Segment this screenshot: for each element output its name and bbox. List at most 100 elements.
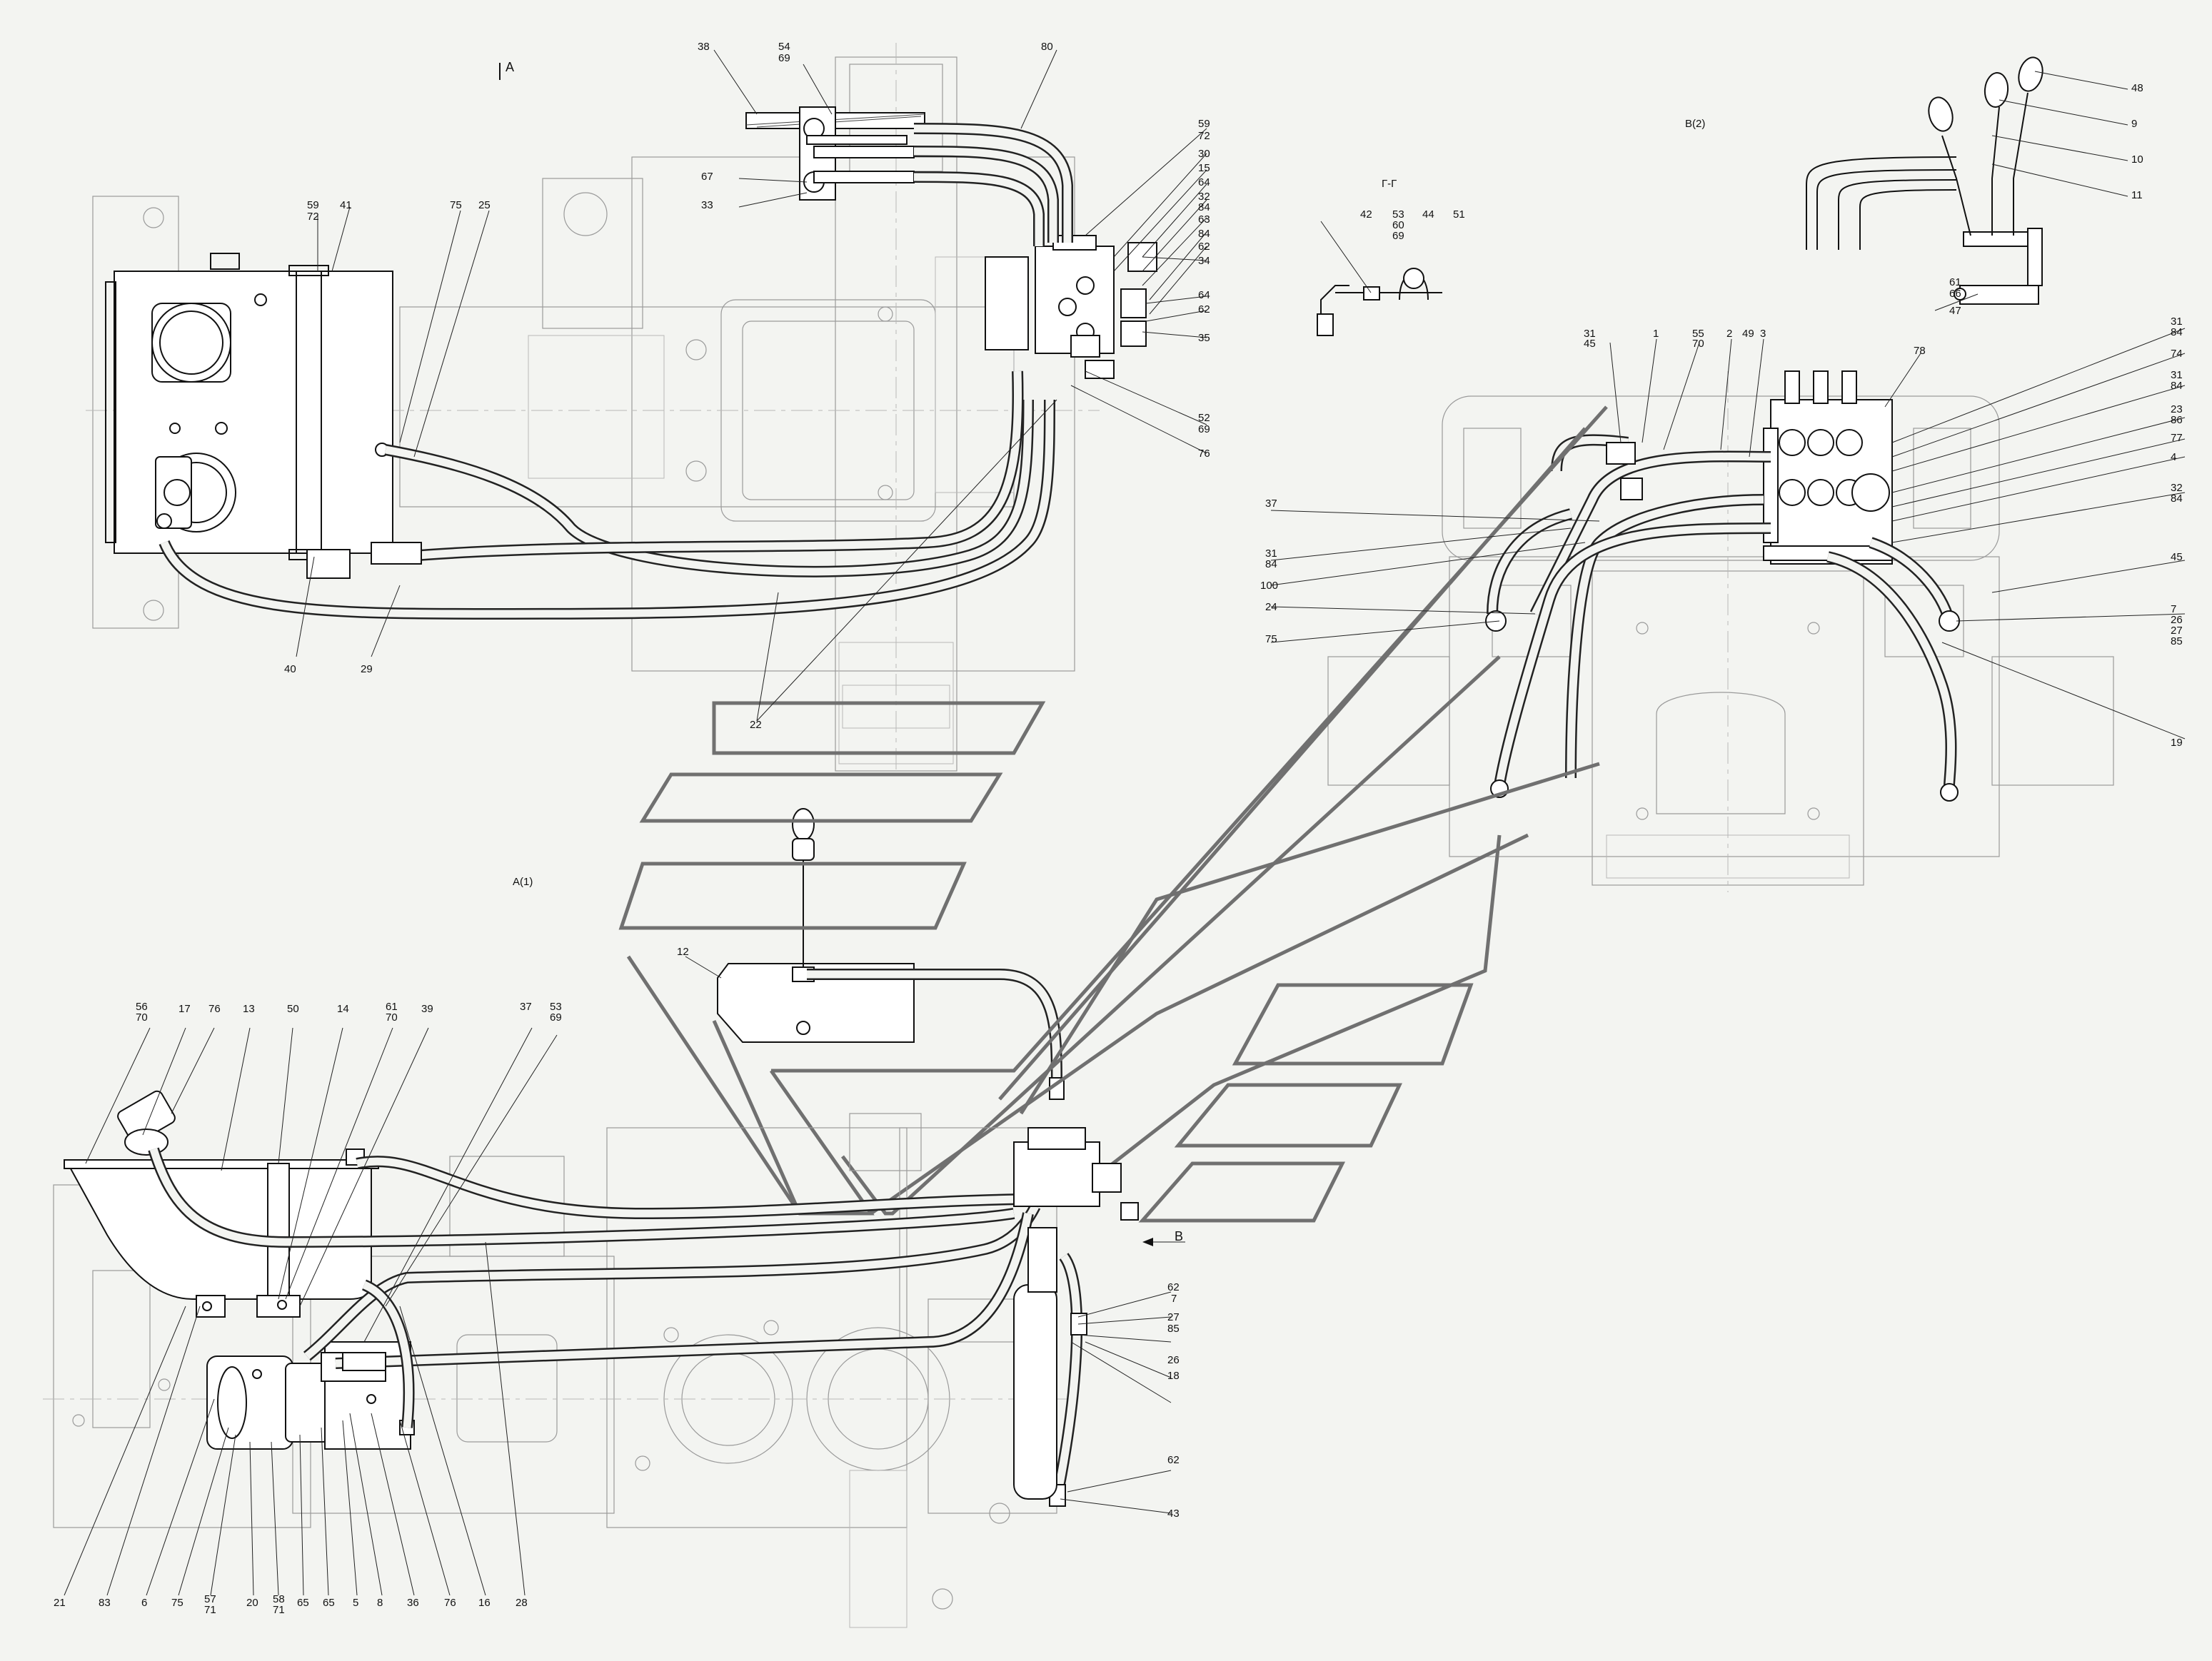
callout-label: 48 [2131,82,2143,94]
callout-label: 77 [2171,432,2183,444]
callout-label: 86 [2171,414,2183,426]
callout-label: 33 [701,199,713,211]
callout-label: 17 [179,1003,191,1015]
hoses-rear [1485,434,1960,802]
callout-label: 27 [1167,1311,1180,1323]
callout-label: 38 [698,41,710,53]
callout-label: 60 [1392,219,1404,231]
callout-label: 21 [54,1597,66,1609]
callout-label: 61 [1949,276,1961,288]
callout-label: 76 [1198,448,1210,460]
callout-label: 84 [1265,558,1277,570]
callout-label: 2 [1726,328,1732,340]
callout-label: 50 [287,1003,299,1015]
distributor-top [985,235,1157,379]
callout-label: 72 [1198,130,1210,142]
callout-label: 5 [353,1597,358,1609]
callouts-bottom-row-group: 21 83 6 75 57 71 20 58 71 65 65 5 8 36 7… [54,1593,528,1616]
callout-label: 59 [307,199,319,211]
callout-label: 83 [99,1597,111,1609]
callout-label: 10 [2131,153,2143,166]
callout-label: 70 [136,1011,148,1024]
callout-label: 65 [323,1597,335,1609]
callout-label: 62 [1198,303,1210,315]
callout-label: 31 [2171,369,2183,381]
callout-label: 26 [1167,1354,1180,1366]
callout-label: 15 [1198,162,1210,174]
callout-label: 72 [307,211,319,223]
callout-label: 39 [421,1003,433,1015]
lever-bracket-top [745,106,925,201]
callout-label: 27 [2171,625,2183,637]
callout-label: 85 [1167,1323,1180,1335]
callout-label: 31 [2171,315,2183,328]
callout-label: 76 [208,1003,221,1015]
callout-label: 1 [1653,328,1659,340]
callout-label: 35 [1198,332,1210,344]
callouts-bottom-side-group: 62 7 27 85 26 18 62 43 [1167,1281,1180,1520]
leader-lines [64,49,2186,1596]
callouts-bottom-top-group: 56 70 17 76 13 50 14 61 70 39 37 53 69 [136,1001,562,1024]
callout-label: 45 [1584,338,1596,350]
callouts-top-group: 38 54 69 80 59 72 30 15 64 32 84 63 84 6… [284,41,1210,731]
hoses-side [148,1127,1139,1507]
callout-label: 56 [136,1001,148,1013]
callout-label: 69 [1198,423,1210,435]
callout-label: 11 [2131,189,2143,201]
callout-label: 64 [1198,289,1210,301]
callout-label: 85 [2171,635,2183,647]
callout-label: 61 [386,1001,398,1013]
callout-label: 54 [778,41,790,53]
callout-label: 30 [1198,148,1210,160]
callout-label: 34 [1198,255,1210,267]
callout-label: 40 [284,663,296,675]
callout-label: 64 [1198,176,1210,188]
center-bracket [717,808,1065,1100]
callout-label: 53 [550,1001,562,1013]
section-label: Г-Г [1382,178,1397,190]
callout-label: 59 [1198,118,1210,130]
callout-label: 45 [2171,551,2183,563]
callout-label: 8 [377,1597,383,1609]
distributor-rear [1763,370,1893,565]
callout-label: 57 [204,1593,216,1605]
callout-label: 19 [2171,737,2183,749]
callout-label: 7 [1171,1293,1177,1305]
callout-label: 70 [386,1011,398,1024]
callout-label: 25 [478,199,491,211]
callouts-center-group: 12 [677,946,689,958]
callout-label: 47 [1949,305,1961,317]
callout-label: 84 [2171,380,2183,392]
callout-label: 62 [1167,1454,1180,1466]
callout-label: 20 [246,1597,258,1609]
callout-label: 58 [273,1593,285,1605]
callout-label: 29 [361,663,373,675]
callout-label: 67 [701,171,713,183]
callout-label: 28 [516,1597,528,1609]
projection-arrows [618,405,1608,1223]
callout-label: 78 [1914,345,1926,357]
callout-label: 53 [1392,208,1404,221]
callout-label: 31 [1265,547,1277,560]
callout-label: 62 [1198,241,1210,253]
callout-label: 71 [204,1604,216,1616]
section-g-g [1317,221,1442,336]
callouts-section-group: 42 53 60 69 44 51 [1360,208,1465,242]
callout-label: 41 [340,199,352,211]
callout-label: 32 [1198,191,1210,203]
view-a-label: А(1) [513,876,533,888]
callout-label: 14 [337,1003,349,1015]
callout-label: 70 [1692,338,1704,350]
callout-label: 84 [1198,228,1210,240]
callout-label: 63 [1198,213,1210,226]
callout-label: 84 [1198,201,1210,213]
view-b-marker: В [1175,1229,1183,1243]
callout-label: 80 [1041,41,1053,53]
callout-label: 84 [2171,326,2183,338]
callout-label: 49 [1742,328,1754,340]
callout-label: 37 [520,1001,532,1013]
callout-label: 69 [1392,230,1404,242]
view-labels: А В(2) Г-Г А(1) В [499,60,1705,1243]
